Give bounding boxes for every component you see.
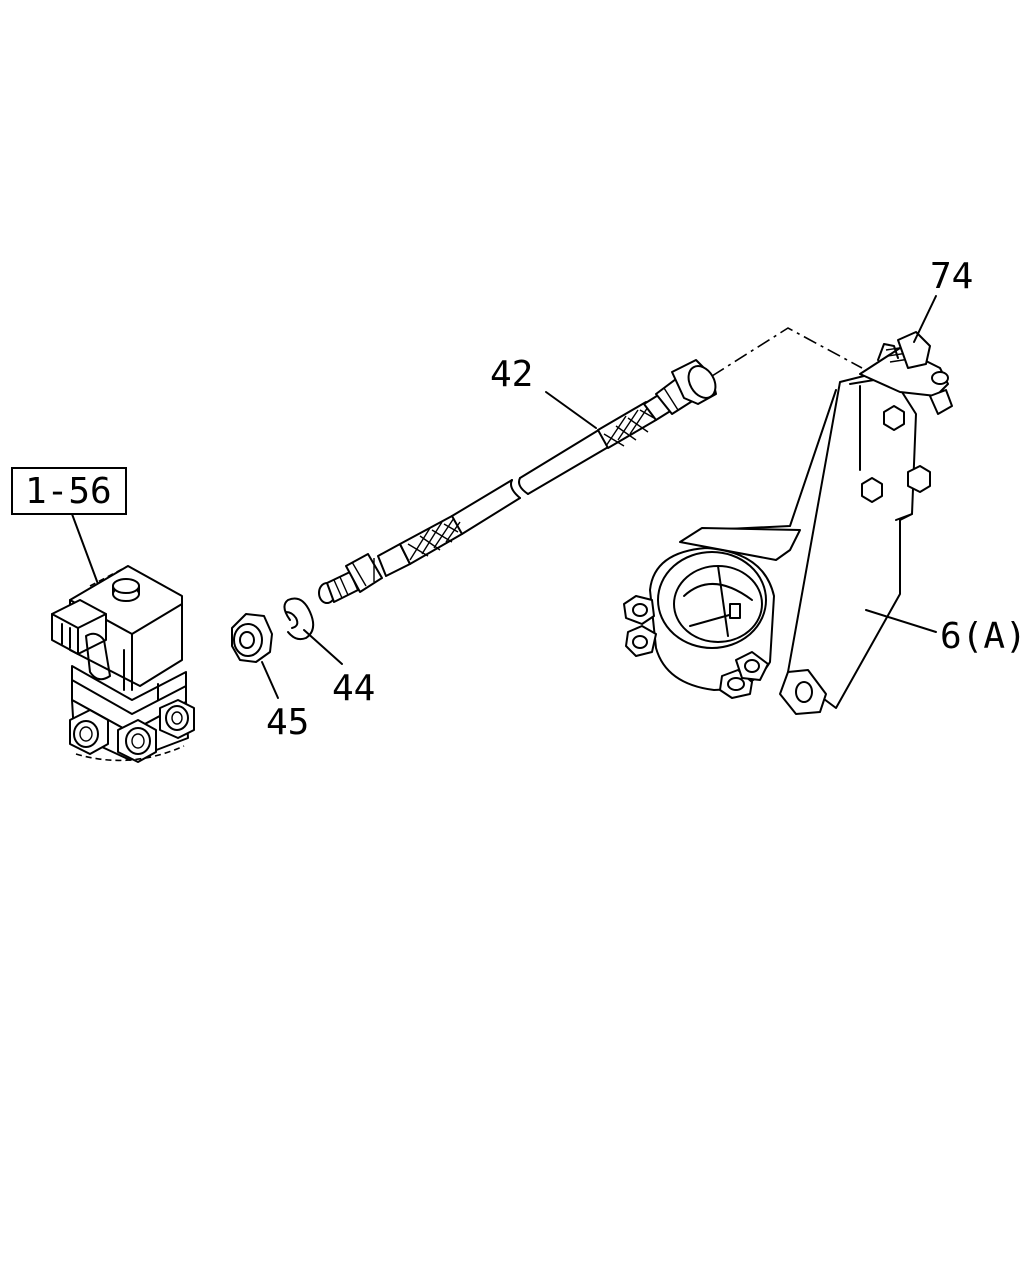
solenoid-valve — [51, 565, 195, 763]
callout-45: 45 — [266, 702, 309, 743]
callout-44: 44 — [332, 668, 375, 709]
callout-6a: 6(A) — [940, 616, 1024, 657]
bracket-bolt-middle — [861, 477, 883, 503]
leader-line-6a — [865, 609, 937, 633]
reference-box-label: 1-56 — [25, 471, 112, 512]
leader-line-44 — [303, 629, 343, 665]
leader-line-74 — [913, 295, 937, 343]
leader-line-ref-box — [71, 513, 99, 585]
valve-port-right — [159, 699, 195, 739]
e-clip-washer — [283, 597, 315, 641]
throttle-bracket-assembly — [623, 331, 953, 715]
reference-box[interactable]: 1-56 — [11, 467, 127, 515]
bracket-bolt-upper — [883, 405, 905, 431]
hex-nut — [231, 613, 273, 663]
valve-port-left — [69, 709, 109, 755]
valve-port-center — [117, 719, 157, 763]
leader-line-42 — [545, 391, 597, 429]
linkage-spring-74 — [859, 331, 953, 415]
bracket-stud-right — [907, 465, 931, 493]
centerline-cable-to-bracket — [711, 327, 863, 377]
leader-line-45 — [261, 661, 279, 699]
control-cable — [318, 359, 717, 604]
callout-74: 74 — [930, 256, 973, 297]
callout-42: 42 — [490, 354, 533, 395]
